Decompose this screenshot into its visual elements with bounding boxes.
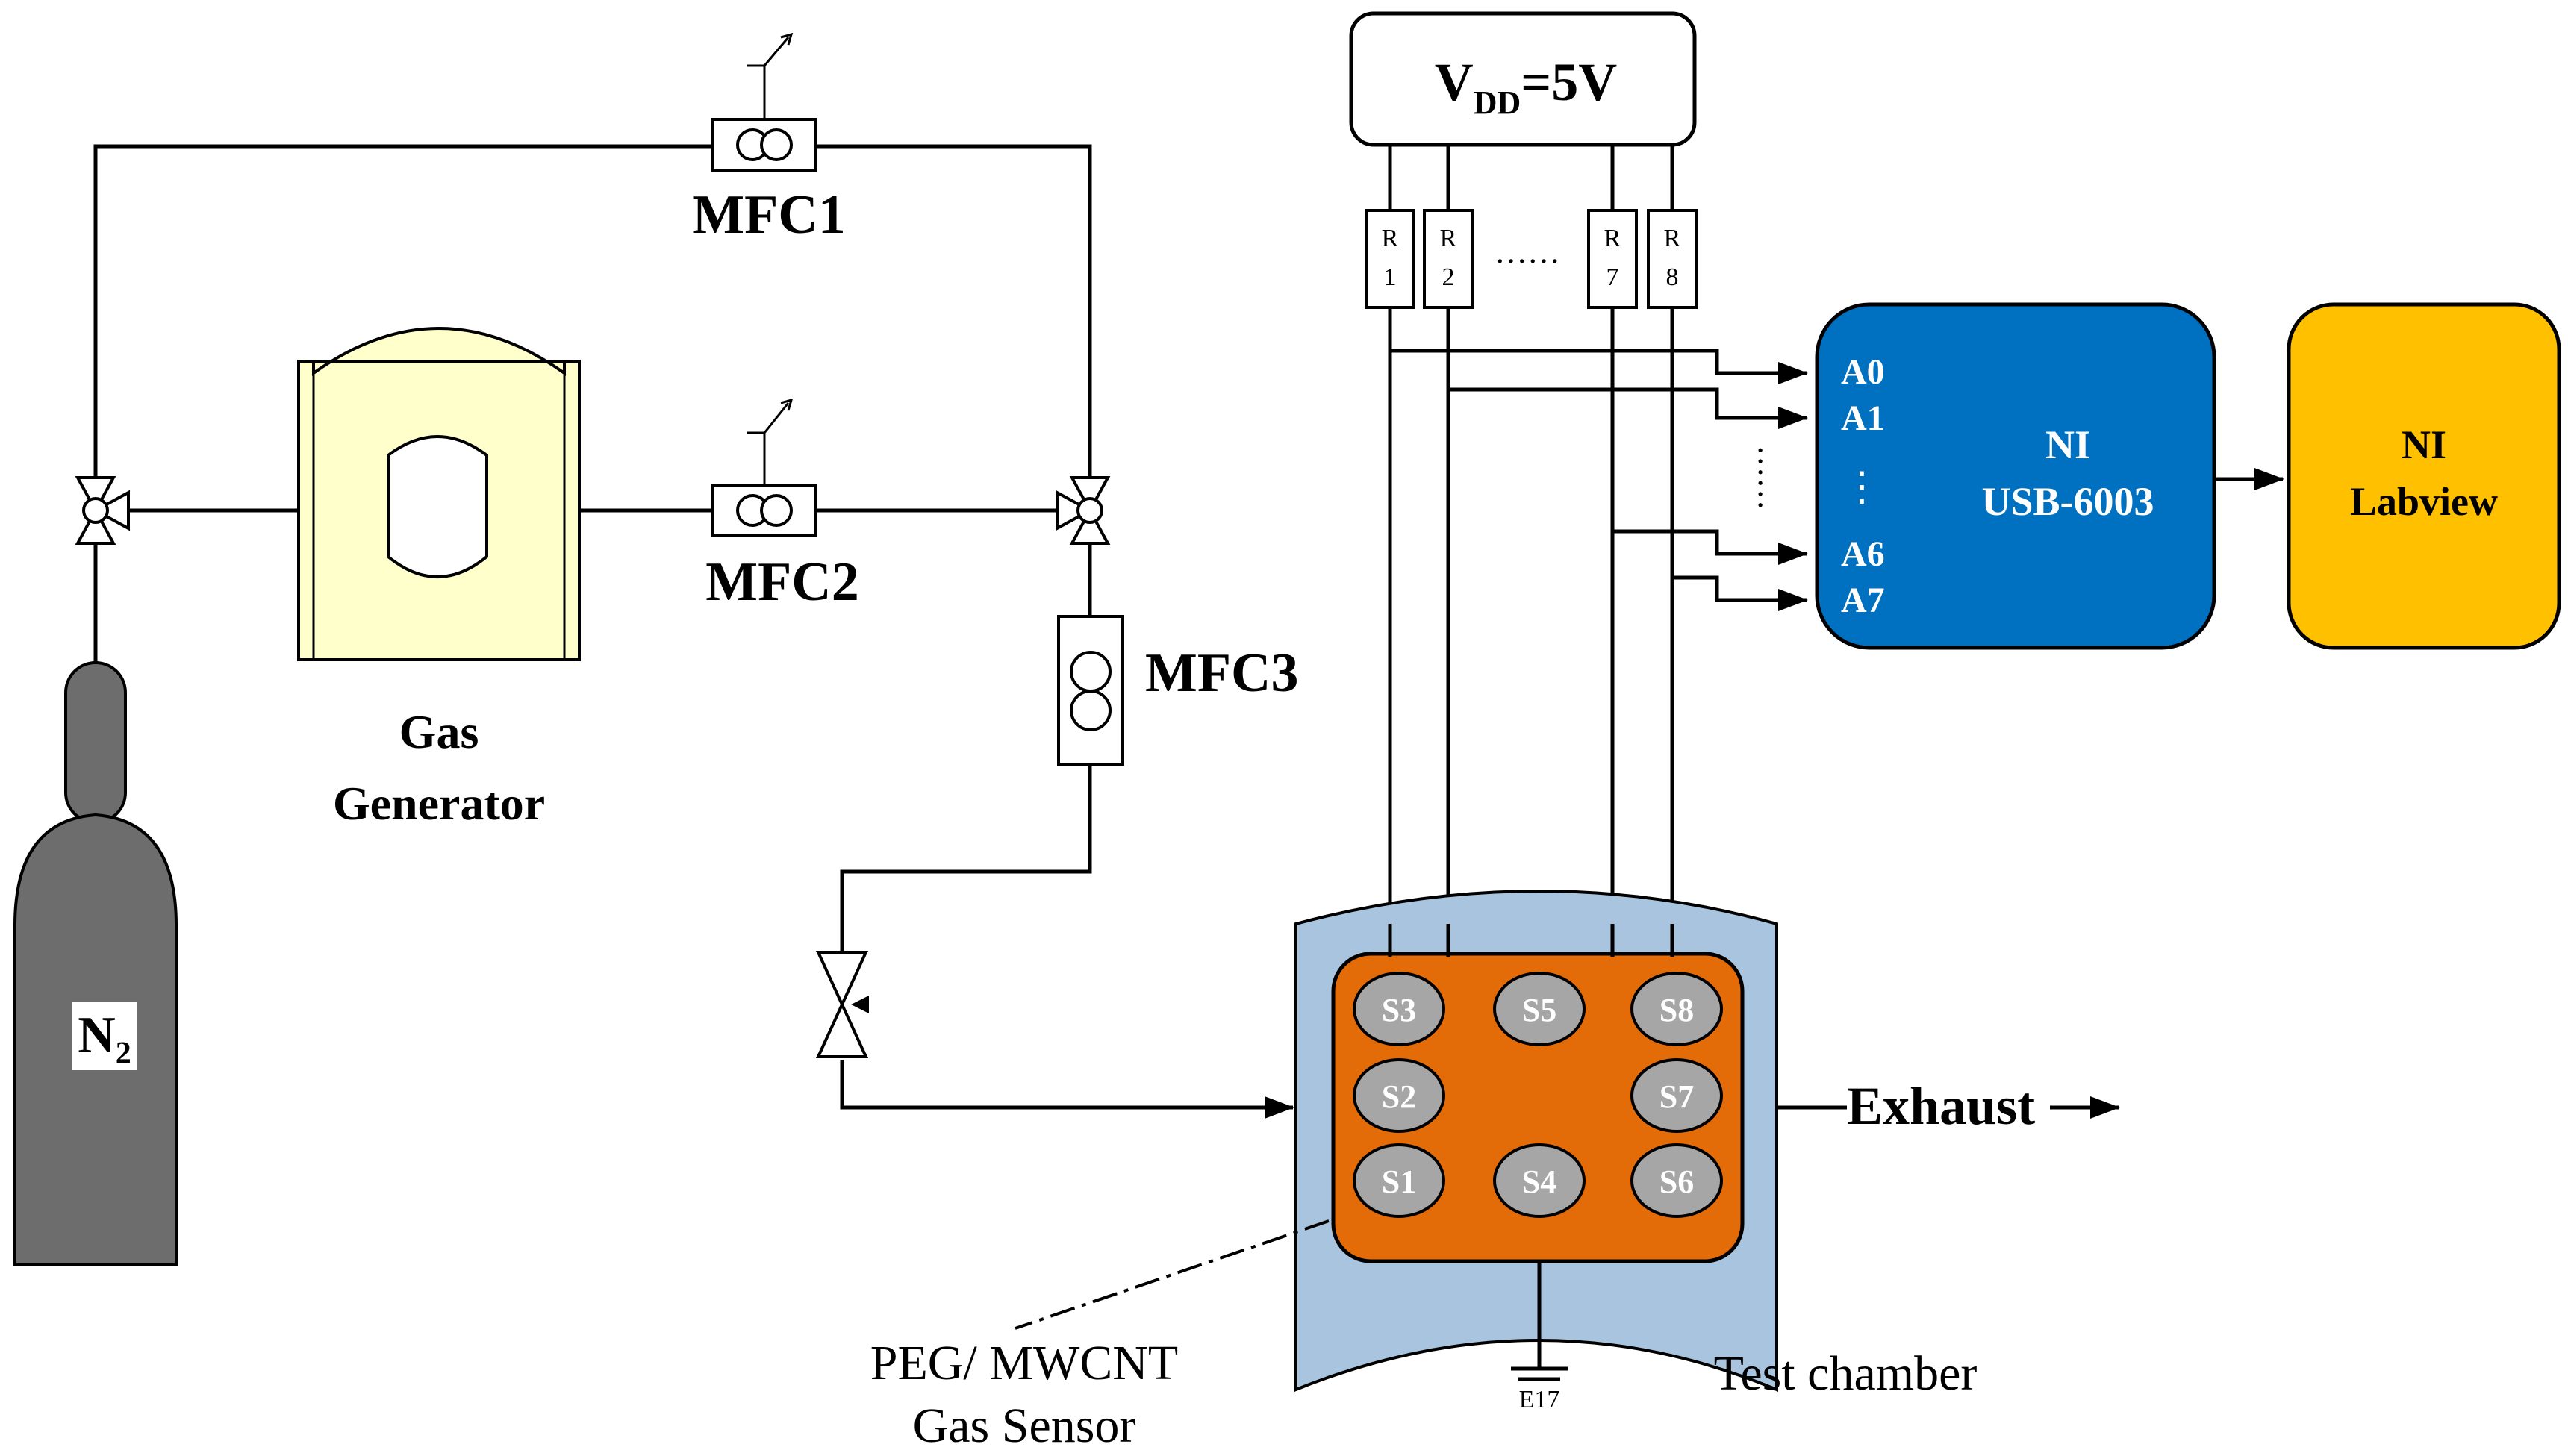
resistor-r2-index: 2 — [1442, 263, 1455, 291]
vdd-value: =5V — [1521, 52, 1617, 112]
mfc1-flow-controller — [711, 32, 817, 172]
cylinder-label: N₂ — [78, 1007, 131, 1064]
resistor-r8-letter: R — [1664, 225, 1681, 252]
exhaust-label: Exhaust — [1847, 1076, 2035, 1136]
gas-generator-label-line2: Generator — [333, 777, 545, 830]
sensor-s6 — [1630, 1143, 1723, 1218]
sensor-s2-label: S2 — [1382, 1078, 1416, 1115]
labview-title-line2: Labview — [2350, 479, 2498, 524]
sensor-s8-label: S8 — [1659, 992, 1694, 1028]
sensor-wire-ends — [1388, 924, 1674, 957]
mfc3-label: MFC3 — [1145, 643, 1299, 704]
sensor-s1 — [1353, 1143, 1445, 1218]
daq-device-box — [1815, 302, 2216, 650]
vdd-main: V — [1435, 52, 1474, 112]
daq-channel-a1: A1 — [1841, 399, 1885, 438]
resistor-r8-index: 8 — [1666, 263, 1679, 291]
sensor-s4 — [1493, 1143, 1586, 1218]
sensor-callout-line2: Gas Sensor — [913, 1399, 1136, 1453]
test-chamber-label: Test chamber — [1714, 1346, 1978, 1401]
daq-channel-a6: A6 — [1841, 534, 1885, 574]
sensor-s3-label: S3 — [1382, 992, 1416, 1028]
mfc2-label: MFC2 — [705, 552, 859, 613]
daq-title-line2: USB-6003 — [1981, 479, 2154, 524]
sensor-s6-label: S6 — [1659, 1163, 1694, 1200]
signal-lines — [1390, 349, 1808, 611]
gas-generator-label-line1: Gas — [399, 705, 479, 758]
power-supply-box — [1349, 11, 1697, 147]
resistor-r8 — [1647, 209, 1698, 309]
sensor-s5-label: S5 — [1522, 992, 1556, 1028]
nitrogen-cylinder — [13, 661, 178, 1266]
daq-channel-a7: A7 — [1841, 581, 1885, 620]
vdd-label: VDD=5V — [1435, 52, 1618, 121]
mfc1-label: MFC1 — [692, 184, 846, 246]
ground-label: E17 — [1519, 1386, 1560, 1413]
resistor-r1 — [1365, 209, 1415, 309]
vdd-subscript: DD — [1474, 84, 1521, 121]
mfc2-flow-controller — [711, 398, 817, 537]
sensor-s7 — [1630, 1058, 1723, 1133]
signal-ellipsis: …… — [1751, 445, 1788, 510]
resistor-r2-letter: R — [1440, 225, 1457, 252]
resistor-r7-index: 7 — [1606, 263, 1619, 291]
test-chamber — [1294, 890, 1778, 1393]
daq-channel-ellipsis: ⋮ — [1842, 464, 1882, 509]
sensor-s3 — [1353, 972, 1445, 1046]
resistor-r7 — [1587, 209, 1638, 309]
sensor-s2 — [1353, 1058, 1445, 1133]
needle-valve — [815, 951, 869, 1058]
gas-piping — [93, 144, 1294, 1119]
right-three-way-valve — [1056, 476, 1111, 545]
gas-generator — [297, 327, 581, 661]
ground-symbol — [1511, 1261, 1568, 1381]
sensor-s7-label: S7 — [1659, 1078, 1694, 1115]
left-three-way-valve — [75, 476, 130, 545]
sensor-s4-label: S4 — [1522, 1163, 1556, 1200]
sensor-s1-label: S1 — [1382, 1163, 1416, 1200]
sensor-s8 — [1630, 972, 1723, 1046]
labview-box — [2287, 302, 2561, 650]
sensor-s5 — [1493, 972, 1586, 1046]
resistor-r7-letter: R — [1604, 225, 1621, 252]
resistor-r1-index: 1 — [1384, 263, 1397, 291]
daq-channel-a0: A0 — [1841, 352, 1885, 392]
resistor-r1-letter: R — [1382, 225, 1399, 252]
sensor-callout-line — [1015, 1219, 1330, 1330]
labview-title-line1: NI — [2402, 422, 2446, 467]
resistor-ellipsis: …… — [1495, 234, 1560, 270]
daq-title-line1: NI — [2045, 422, 2090, 467]
resistor-r2 — [1423, 209, 1474, 309]
mfc3-flow-controller — [1057, 615, 1124, 766]
sensor-callout-line1: PEG/ MWCNT — [870, 1336, 1179, 1390]
